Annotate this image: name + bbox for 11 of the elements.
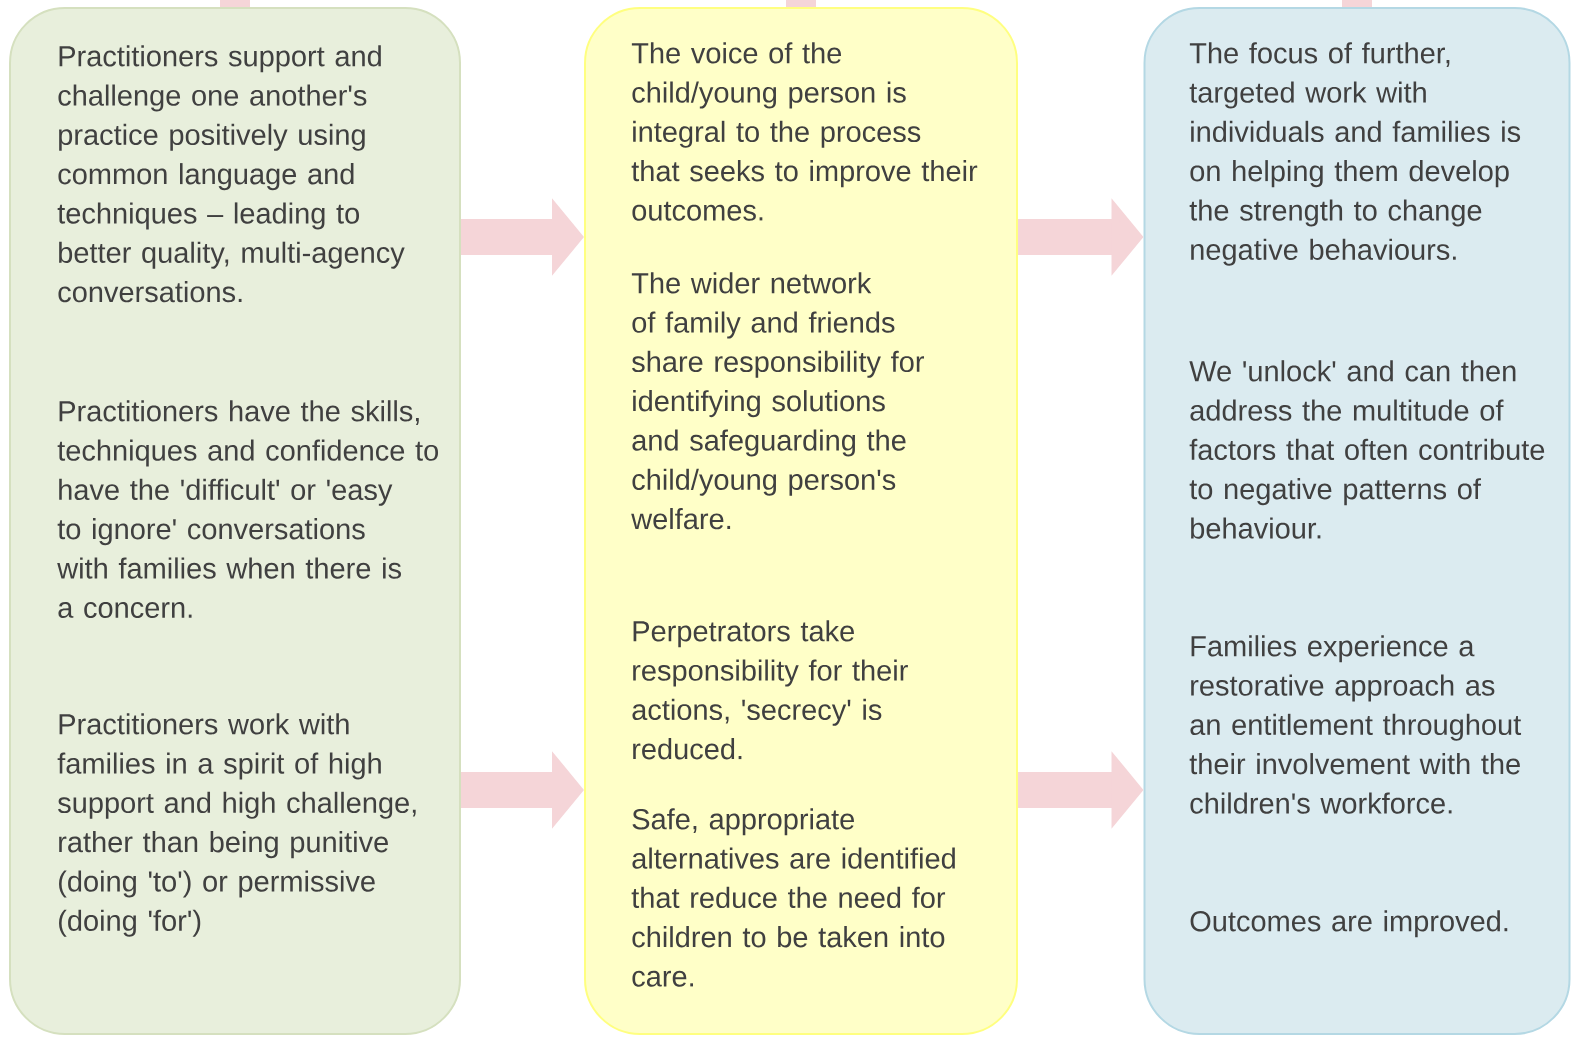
paragraph: The focus of further, targeted work with individuals and families is on helping them develop the strength to change negative behaviours. (1189, 42, 1521, 266)
paragraph: Practitioners work with families in a spirit of high support and high challenge, rather than being punitive (doing 'to') or permissive (doing 'for') (57, 713, 416, 937)
paragraph: The wider network of family and friends share responsibility for identifying solutions and safeguarding the child/young person's welfare. (631, 272, 924, 530)
paragraph: Families experience a restorative approach as an entitlement throughout their involvement with the children's workforce. (1189, 635, 1522, 814)
paragraph: We 'unlock' and can then address the multitude of factors that often contribute to negative patterns of behaviour. (1189, 360, 1545, 539)
paragraph: Outcomes are improved. (1190, 910, 1508, 938)
paragraph: Practitioners support and challenge one another's practice positively using common language and techniques – leading to better quality, multi-agency conversations. (57, 45, 405, 303)
paragraph: Perpetrators take responsibility for their actions, 'secrecy' is reduced. (632, 620, 908, 760)
paragraph: Practitioners have the skills, techniques and confidence to have the 'difficult' or 'easy to ignore' conversations with families when there is a concern. (57, 400, 438, 618)
paragraph: Safe, appropriate alternatives are identified that reduce the need for children to be taken into care. (631, 808, 955, 987)
paragraph: The voice of the child/young person is integral to the process that seeks to improve their outcomes. (631, 42, 978, 221)
